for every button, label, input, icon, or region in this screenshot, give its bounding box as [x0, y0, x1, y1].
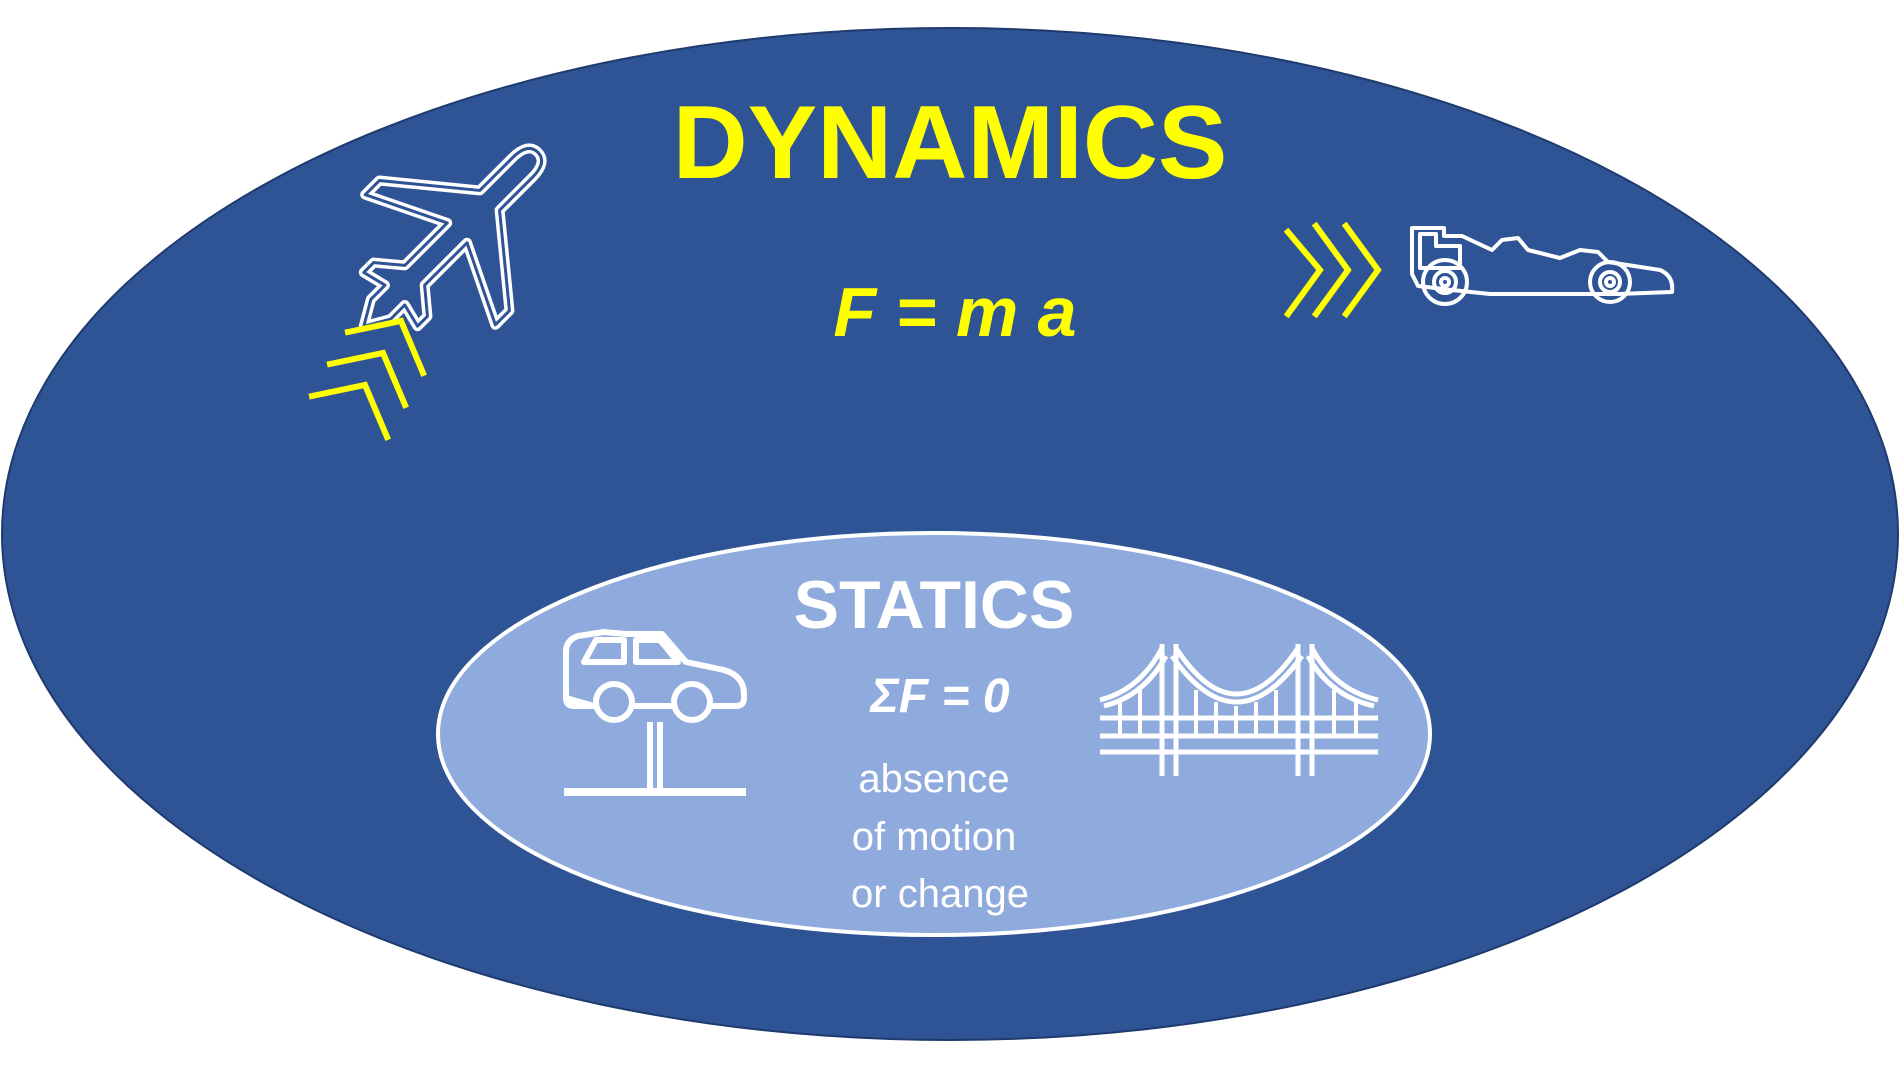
suspension-bridge-icon	[1099, 644, 1379, 776]
statics-description-line-1: absence	[858, 757, 1009, 801]
race-car-motion-chevrons	[1283, 221, 1382, 319]
chevron-icon	[1283, 227, 1324, 319]
dynamics-equation: F = m a	[833, 273, 1076, 351]
statics-description-line-3: or change	[851, 872, 1029, 916]
chevron-icon	[1311, 221, 1352, 319]
statics-equation: ΣF = 0	[868, 670, 1009, 723]
chevron-icon	[308, 381, 391, 441]
chevron-icon	[326, 349, 409, 409]
statics-ellipse	[436, 531, 1432, 937]
statics-title: STATICS	[794, 567, 1075, 643]
chevron-icon	[344, 317, 427, 377]
car-lift-icon	[563, 629, 747, 796]
airplane-motion-chevrons	[308, 317, 427, 441]
race-car-icon	[1410, 226, 1675, 306]
dynamics-title: DYNAMICS	[673, 85, 1228, 201]
statics-description-line-2: of motion	[852, 815, 1017, 859]
airplane-icon	[358, 143, 547, 332]
chevron-icon	[1341, 221, 1382, 319]
